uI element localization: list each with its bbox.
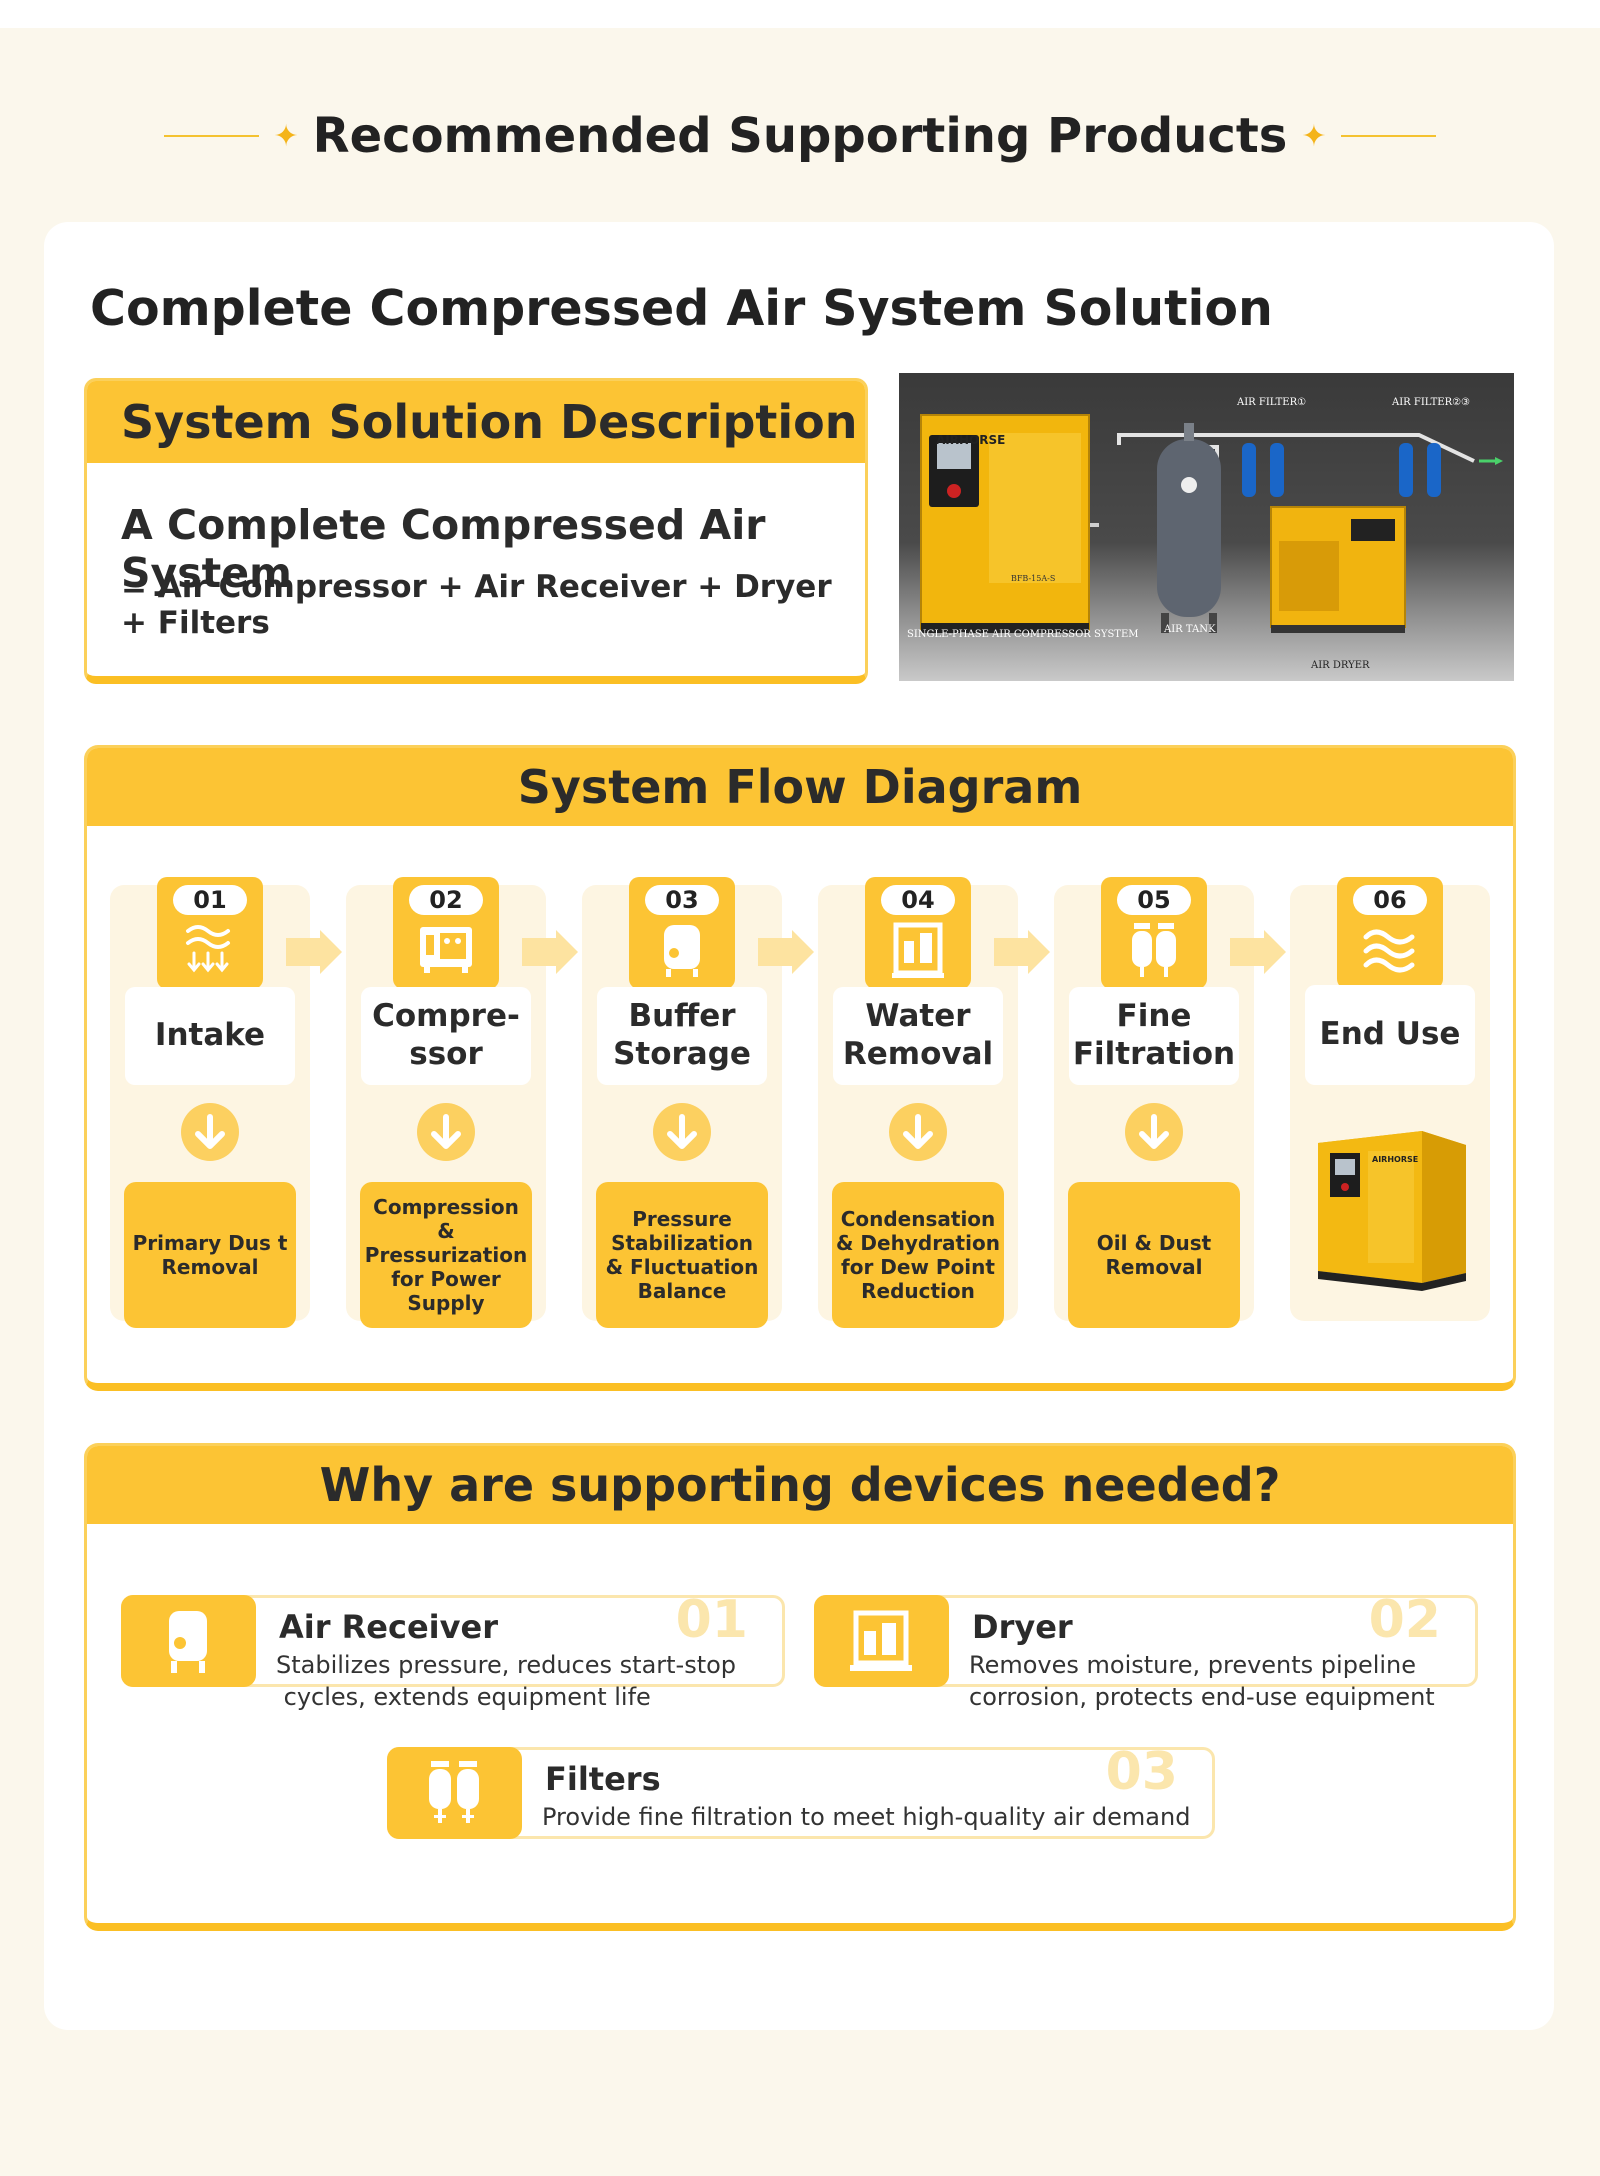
step-number: 02 [409,885,483,915]
flow-diagram-header: System Flow Diagram [87,748,1513,826]
air-compressor-image [1318,1131,1466,1291]
photo-brand-label: AIRHORSE [936,433,1006,447]
step-name: Intake [125,987,295,1085]
step-icon-box: 02 [393,877,499,989]
air-tank-icon [664,925,700,977]
photo-caption-tank: AIR TANK [1164,624,1216,635]
flow-step-water-removal: 04 Water Removal Condensation & Dehydrat… [818,877,1018,1328]
solution-line-2: = Air Compressor + Air Receiver + Dryer … [121,569,832,641]
step-name: Buffer Storage [597,987,767,1085]
arrow-down-icon [889,1103,947,1161]
system-illustration [920,414,1503,633]
arrow-down-icon [181,1103,239,1161]
flow-diagram-title: System Flow Diagram [517,760,1083,814]
header-line-left [164,135,260,137]
why-item-filters: 03 Filters Provide fine filtration to me… [387,1742,1215,1839]
why-item-desc: Provide fine filtration to meet high-qua… [542,1802,1190,1834]
arrow-down-icon [1125,1103,1183,1161]
chevron-right-icon [286,930,342,974]
photo-caption-system: SINGLE-PHASE AIR COMPRESSOR SYSTEM [907,629,1139,640]
header-line-right [1340,135,1436,137]
chevron-right-icon [758,930,814,974]
why-item-desc-line: corrosion, protects end-use equipment [969,1682,1435,1711]
page-header: ✦ Recommended Supporting Products ✦ [0,96,1600,176]
arrow-down-icon [417,1103,475,1161]
why-item-desc-line: Removes moisture, prevents pipeline [969,1651,1417,1679]
flow-step-compressor: 02 Compre- ssor Compression & Pressuriza… [346,877,546,1328]
step-number: 04 [881,885,955,915]
why-icon-box [387,1747,522,1839]
air-waves-icon [1363,929,1415,973]
sparkle-icon: ✦ [1301,118,1327,154]
filters-icon [1132,923,1176,977]
main-title: Complete Compressed Air System Solution [90,280,1273,337]
why-item-title: Air Receiver [279,1608,498,1646]
why-item-desc-line: cycles, extends equipment life [276,1682,651,1711]
why-item-number: 03 [1105,1742,1178,1802]
flow-step-fine-filtration: 05 Fine Filtration Oil & Dust Removal [1054,877,1254,1328]
step-result: Primary Dus t Removal [124,1182,296,1328]
why-section: Why are supporting devices needed? 01 Ai… [84,1443,1516,1931]
photo-model-label: BFB-15A-S [1011,574,1056,583]
why-item-title: Filters [545,1760,661,1798]
why-item-title: Dryer [972,1608,1073,1646]
chevron-right-icon [994,930,1050,974]
step-number: 03 [645,885,719,915]
filters-icon [429,1761,479,1823]
why-item-number: 02 [1368,1590,1441,1650]
solution-description-title: System Solution Description [121,395,858,449]
end-use-brand-label: AIRHORSE [1372,1155,1419,1164]
why-header: Why are supporting devices needed? [87,1446,1513,1524]
step-name: Water Removal [833,987,1003,1085]
flow-step-end-use: 06 End Use AIRHORSE [1290,877,1490,1321]
solution-line-1: A Complete Compressed Air System [121,501,766,597]
solution-description-box: System Solution Description A Complete C… [84,378,868,684]
step-result: Condensation & Dehydration for Dew Point… [832,1182,1004,1328]
step-number: 05 [1117,885,1191,915]
photo-caption-dryer: AIR DRYER [1311,660,1370,671]
why-item-desc-line: Stabilizes pressure, reduces start-stop [276,1651,737,1679]
compressor-icon [420,927,472,973]
why-item-dryer: 02 Dryer Removes moisture, prevents pipe… [814,1590,1478,1711]
step-icon-box: 03 [629,877,735,989]
flow-step-intake: 01 Intake Primary Dus t Removal [110,877,310,1328]
step-result: Oil & Dust Removal [1068,1182,1240,1328]
chevron-right-icon [1230,930,1286,974]
air-intake-icon [186,925,230,973]
why-icon-box [121,1595,256,1687]
step-number: 06 [1353,885,1427,915]
solution-description-header: System Solution Description [87,381,865,463]
why-item-air-receiver: 01 Air Receiver Stabilizes pressure, red… [121,1590,785,1711]
dryer-icon [850,1610,912,1671]
air-tank-icon [169,1611,207,1673]
step-result: Pressure Stabilization & Fluctuation Bal… [596,1182,768,1328]
system-photo: AIRHORSE BFB-15A-S AIR FILTER① AIR FILTE… [899,373,1514,681]
why-icon-box [814,1595,949,1687]
chevron-right-icon [522,930,578,974]
step-name: Fine Filtration [1069,987,1239,1085]
step-icon-box: 05 [1101,877,1207,989]
photo-caption-filter-a: AIR FILTER① [1237,397,1307,408]
why-title: Why are supporting devices needed? [319,1458,1281,1512]
step-number: 01 [173,885,247,915]
step-name: End Use [1305,985,1475,1085]
step-name: Compre- ssor [361,987,531,1085]
dryer-icon [892,922,944,978]
why-item-desc: Stabilizes pressure, reduces start-stop … [276,1650,736,1713]
why-item-desc-line: Provide fine filtration to meet high-qua… [542,1803,1191,1831]
sparkle-icon: ✦ [273,118,299,154]
page-header-title: Recommended Supporting Products [312,108,1288,164]
flow-step-buffer-storage: 03 Buffer Storage Pressure Stabilization… [582,877,782,1328]
step-icon-box: 06 [1337,877,1443,989]
top-strip [0,0,1600,28]
photo-caption-filter-bc: AIR FILTER②③ [1392,397,1471,408]
step-icon-box: 04 [865,877,971,989]
step-result: Compression & Pressurization for Power S… [360,1182,532,1328]
step-icon-box: 01 [157,877,263,989]
arrow-down-icon [653,1103,711,1161]
why-item-number: 01 [675,1590,748,1650]
flow-diagram-section: System Flow Diagram 01 Intake Primary Du… [84,745,1516,1391]
why-item-desc: Removes moisture, prevents pipeline corr… [969,1650,1435,1713]
